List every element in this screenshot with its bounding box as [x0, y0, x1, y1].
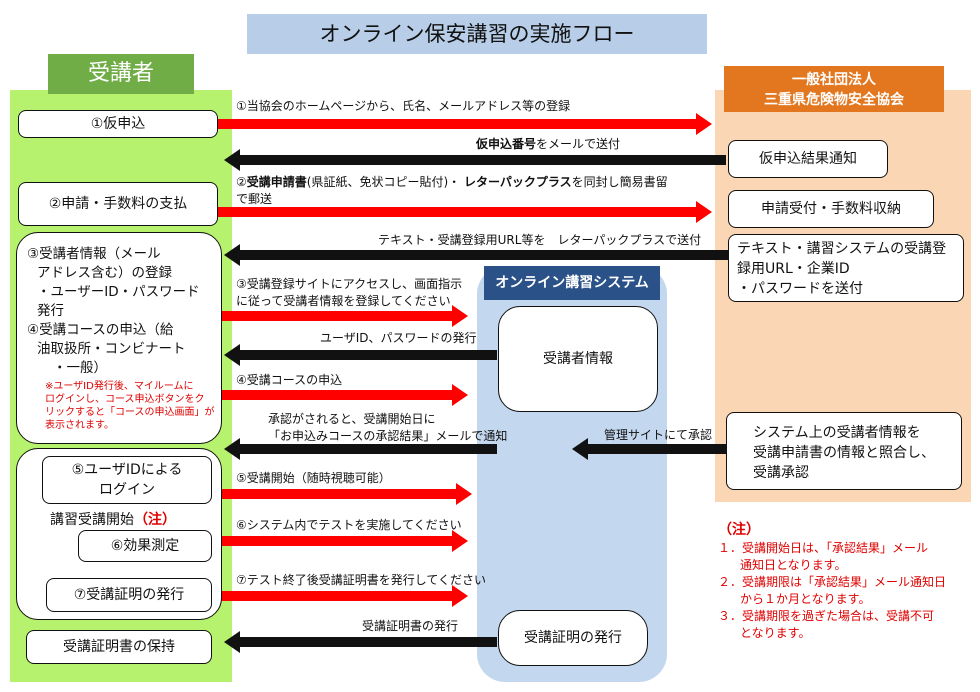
association-header-line2: 三重県危険物安全協会 [764, 92, 904, 108]
note2-line2: から１か月となります。 [740, 592, 871, 606]
arrow-a6 [224, 344, 497, 366]
label-a12: ⑦テスト終了後受講証明書を発行してください [236, 573, 487, 587]
red-arrows [218, 113, 712, 607]
label-a3-mid: (県証紙、免状コピー貼付)・ [306, 175, 461, 189]
label-a8-line2: 「お申込みコースの承認結果」メールで通知 [268, 429, 508, 443]
association-header-line1: 一般社団法人 [792, 72, 876, 88]
note3-line2: となります。 [740, 626, 811, 640]
approve-line3: 受講承認 [753, 465, 809, 481]
label-a7: ④受講コースの申込 [236, 373, 343, 387]
label-a13: 受講証明書の発行 [362, 619, 459, 633]
arrow-a4 [224, 244, 728, 266]
online-system-header: オンライン講習システム [484, 266, 660, 300]
label-a8: 承認がされると、受講開始日に 「お申込みコースの承認結果」メールで通知 [268, 411, 507, 445]
provisional-result-box: 仮申込結果通知 [728, 140, 888, 178]
reg-line3: ・ユーザーID・パスワード [37, 284, 200, 300]
course-start-label: 講習受講開始（注） [50, 510, 176, 530]
label-a2: 仮申込番号をメールで送付 [476, 136, 620, 153]
label-a4: テキスト・受講登録用URL等を レターパックプラスで送付 [378, 233, 702, 247]
notes-heading: （注） [718, 522, 760, 538]
black-arrows [224, 149, 728, 653]
note3-line1: ３．受講期限を過ぎた場合は、受講不可 [718, 609, 935, 623]
student-info-box: 受講者情報 [498, 306, 658, 412]
note1-line2: 通知日となります。 [740, 558, 847, 572]
note1-line1: １．受講開始日は、「承認結果」メール [718, 541, 929, 555]
label-a3-bold1: 受講申請書 [246, 175, 307, 189]
label-a5-line1: ③受講登録サイトにアクセスし、画面指示 [236, 277, 463, 291]
cert-keep-box: 受講証明書の保持 [26, 630, 212, 664]
label-a10: ⑤受講開始（随時視聴可能） [236, 471, 391, 485]
send-line2: 録用URL・企業ID [737, 261, 850, 277]
provisional-apply-box: ①仮申込 [18, 110, 218, 138]
label-a3-post: を同封し簡易書留 [571, 175, 668, 189]
association-header: 一般社団法人 三重県危険物安全協会 [724, 66, 944, 112]
apply-pay-box: ②申請・手数料の支払 [18, 182, 218, 226]
send-line3: ・パスワードを送付 [737, 281, 863, 297]
label-a9: 管理サイトにて承認 [604, 428, 713, 442]
arrow-a5 [218, 305, 468, 327]
label-a3: ②受講申請書(県証紙、免状コピー貼付)・ レターパックプラスを同封し簡易書留 で… [236, 174, 668, 208]
course-start-note: （注） [134, 512, 176, 528]
approve-line2: 受講申請書の情報と照合し、 [753, 445, 935, 461]
participant-header: 受講者 [48, 54, 194, 94]
send-materials-box: テキスト・講習システムの受講登 録用URL・企業ID ・パスワードを送付 [728, 234, 964, 302]
arrow-a13 [224, 631, 497, 653]
arrow-a7 [218, 384, 468, 406]
send-line1: テキスト・講習システムの受講登 [737, 241, 947, 257]
label-a3-pre: ② [236, 175, 247, 189]
reg-line5: ④受講コースの申込（給 [27, 322, 174, 338]
label-a8-line1: 承認がされると、受講開始日に [268, 412, 436, 426]
label-a11: ⑥システム内でテストを実施してください [236, 518, 462, 532]
label-a1: ①当協会のホームページから、氏名、メールアドレス等の登録 [236, 99, 571, 113]
arrow-a8 [224, 438, 497, 460]
reg-note4: 表示されます。 [45, 420, 114, 431]
page-title: オンライン保安講習の実施フロー [247, 14, 707, 54]
label-a2-bold: 仮申込番号 [476, 137, 537, 151]
cert-issue-system-box: 受講証明の発行 [498, 610, 648, 666]
reg-note2: ログインし、コース申込ボタンをク [45, 394, 205, 405]
label-a5-line2: に従って受講者情報を登録してください [236, 294, 451, 308]
reg-line1: ③受講者情報（メール [27, 246, 161, 262]
registration-box: ③受講者情報（メール アドレス含む）の登録 ・ユーザーID・パスワード 発行 ④… [16, 232, 222, 444]
login-box: ⑤ユーザIDによる ログイン [42, 456, 212, 504]
arrow-a1 [218, 113, 712, 135]
arrow-a12 [218, 585, 468, 607]
cert-issue-left-box: ⑦受講証明の発行 [46, 578, 212, 612]
label-a3-bold2: レターパックプラス [463, 175, 572, 189]
label-a3-line2: で郵送 [236, 192, 273, 206]
reg-line2: アドレス含む）の登録 [37, 265, 172, 281]
arrow-a11 [218, 530, 468, 552]
reg-line6: 油取扱所・コンビナート [37, 341, 186, 357]
effect-test-box: ⑥効果測定 [78, 530, 212, 562]
arrow-a9 [572, 438, 728, 460]
accept-fee-box: 申請受付・手数料収納 [728, 190, 934, 228]
course-start-text: 講習受講開始 [50, 512, 134, 528]
login-line1: ⑤ユーザIDによる [71, 462, 183, 478]
login-line2: ログイン [99, 482, 155, 498]
label-a6: ユーザID、パスワードの発行 [320, 331, 477, 345]
approve-box: システム上の受講者情報を 受講申請書の情報と照合し、 受講承認 [726, 412, 962, 490]
reg-note1: ※ユーザID発行後、マイルームに [45, 381, 194, 392]
reg-line7: ・一般） [53, 360, 107, 376]
arrow-a3 [218, 201, 712, 223]
label-a2-rest: をメールで送付 [536, 137, 621, 151]
arrow-a10 [218, 483, 472, 505]
note2-line1: ２．受講期限は「承認結果」メール通知日 [718, 575, 947, 589]
reg-note3: リックすると「コースの申込画面」が [45, 407, 215, 418]
arrow-a2 [224, 149, 726, 171]
reg-line4: 発行 [37, 303, 64, 319]
notes-block: （注） １．受講開始日は、「承認結果」メール 通知日となります。 ２．受講期限は… [718, 520, 974, 642]
label-a5: ③受講登録サイトにアクセスし、画面指示 に従って受講者情報を登録してください [236, 276, 462, 310]
approve-line1: システム上の受講者情報を [753, 425, 921, 441]
